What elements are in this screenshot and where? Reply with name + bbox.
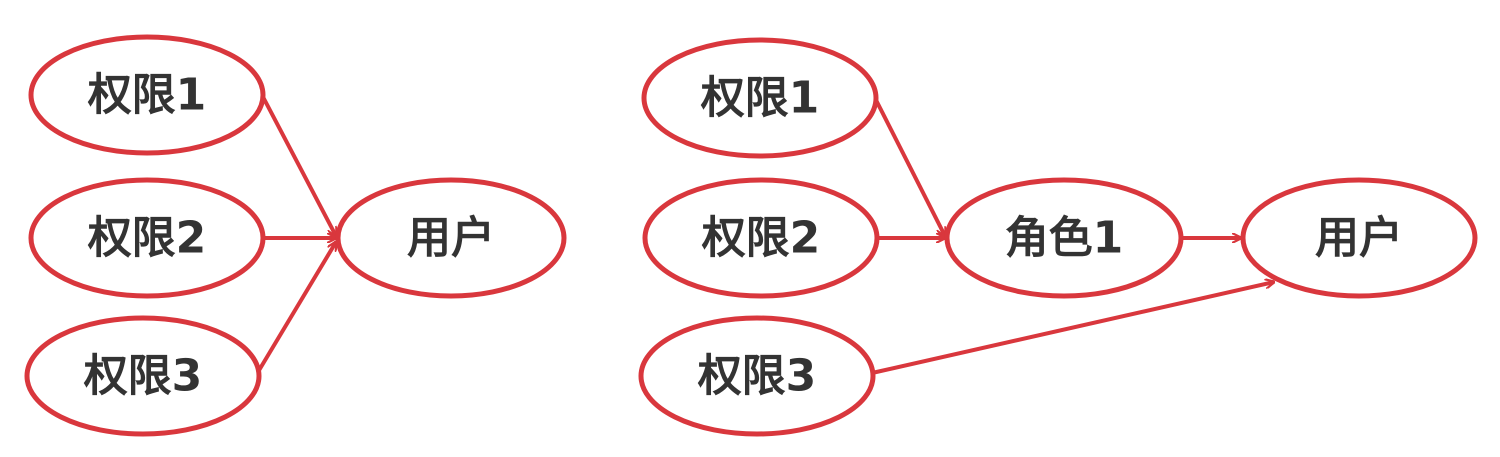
right-node-perm1-label: 权限1	[700, 73, 820, 124]
left-node-perm1: 权限1	[28, 34, 266, 156]
right-node-perm2: 权限2	[642, 177, 880, 299]
right-node-perm2-label: 权限2	[701, 213, 821, 264]
left-edge-perm1-user	[260, 94, 338, 236]
right-node-perm1: 权限1	[641, 37, 879, 159]
left-node-perm3-label: 权限3	[83, 351, 203, 402]
right-node-perm3: 权限3	[638, 315, 876, 437]
right-node-role1: 角色1	[944, 177, 1184, 299]
right-edge-perm1-role1	[874, 99, 947, 236]
left-edges	[256, 94, 338, 374]
right-node-user-label: 用户	[1315, 213, 1403, 264]
right-node-role1-label: 角色1	[1005, 213, 1124, 264]
right-node-perm3-label: 权限3	[697, 351, 817, 402]
left-node-user-label: 用户	[407, 213, 495, 264]
left-edge-perm3-user	[256, 242, 336, 374]
right-diagram: 权限1 权限2 权限3 角色1 用户	[638, 37, 1478, 437]
left-node-perm2: 权限2	[28, 177, 266, 299]
left-node-perm3: 权限3	[24, 315, 262, 437]
left-node-perm2-label: 权限2	[87, 213, 207, 264]
left-diagram: 权限1 权限2 权限3 用户	[24, 34, 567, 437]
right-edge-perm3-user	[871, 282, 1274, 375]
right-node-user: 用户	[1240, 177, 1478, 299]
left-node-user: 用户	[335, 177, 567, 299]
left-node-perm1-label: 权限1	[87, 70, 207, 121]
right-edges	[871, 99, 1274, 375]
